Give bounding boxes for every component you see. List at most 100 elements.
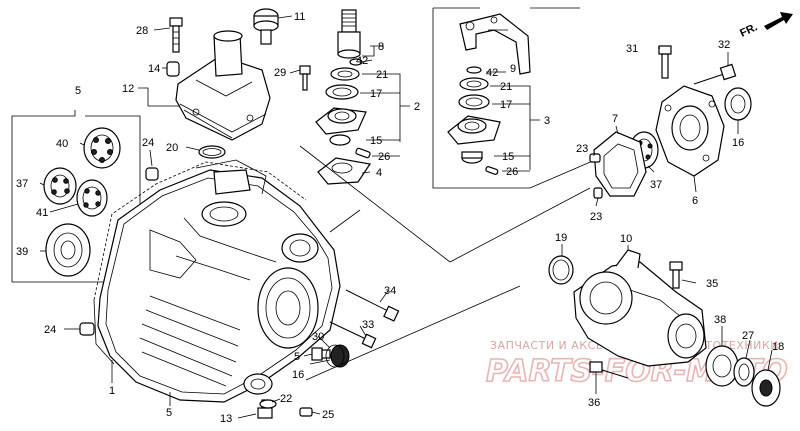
callout-17-right: 17 bbox=[500, 99, 512, 111]
callout-23-lower: 23 bbox=[590, 211, 602, 223]
callout-30: 30 bbox=[312, 331, 324, 343]
seal-17-left bbox=[325, 84, 359, 100]
callout-41: 41 bbox=[36, 207, 48, 219]
callout-25: 25 bbox=[322, 409, 334, 421]
bolt-32 bbox=[693, 63, 737, 85]
callout-16-upper: 16 bbox=[732, 137, 744, 149]
long-bolt-33 bbox=[329, 321, 377, 349]
callout-18: 18 bbox=[772, 341, 784, 353]
callout-3: 3 bbox=[544, 115, 550, 127]
leader-lines bbox=[39, 15, 773, 419]
shift-assembly-bracket bbox=[432, 8, 596, 189]
bearing-38 bbox=[705, 345, 739, 387]
holder-15-left bbox=[315, 107, 367, 135]
seal-21-right bbox=[459, 77, 489, 91]
long-bolt-34 bbox=[345, 289, 400, 322]
shift-shaft-8 bbox=[337, 9, 361, 59]
callout-27: 27 bbox=[742, 330, 754, 342]
bolt-35 bbox=[669, 261, 683, 289]
callout-17-left: 17 bbox=[370, 88, 382, 100]
seal-27 bbox=[733, 357, 755, 387]
washer-18 bbox=[751, 369, 781, 407]
callout-6: 6 bbox=[692, 195, 698, 207]
plug-25 bbox=[299, 407, 313, 417]
oring-20 bbox=[198, 145, 226, 159]
callout-5-bearings: 5 bbox=[75, 85, 81, 97]
holder-15-right bbox=[447, 115, 501, 145]
front-label: FR. bbox=[738, 21, 759, 39]
front-direction-indicator: FR. bbox=[738, 12, 793, 40]
callout-31: 31 bbox=[626, 43, 638, 55]
callout-35: 35 bbox=[706, 278, 718, 290]
transmission-case-1 bbox=[97, 159, 341, 403]
callout-16-lower: 16 bbox=[292, 369, 304, 381]
output-cover-6 bbox=[655, 85, 725, 177]
callout-13: 13 bbox=[220, 413, 232, 425]
bearing-set-bracket bbox=[11, 110, 141, 283]
callout-24-upper: 24 bbox=[142, 137, 154, 149]
shift-arm-9 bbox=[459, 13, 531, 75]
callout-12: 12 bbox=[122, 83, 134, 95]
callout-23-upper: 23 bbox=[576, 143, 588, 155]
callout-numbers: 28 11 14 12 5 40 37 41 39 24 20 24 1 5 1… bbox=[16, 11, 784, 425]
callout-26-left: 26 bbox=[378, 151, 390, 163]
pin-26-right bbox=[485, 166, 499, 175]
callout-37-right: 37 bbox=[650, 179, 662, 191]
bolt-31 bbox=[658, 45, 672, 79]
callout-9: 9 bbox=[510, 63, 516, 75]
callout-21-left: 21 bbox=[376, 69, 388, 81]
callout-7: 7 bbox=[612, 113, 618, 125]
callout-33: 33 bbox=[362, 319, 374, 331]
callout-28: 28 bbox=[136, 25, 148, 37]
top-cover-12 bbox=[175, 30, 271, 141]
callout-42-left: 42 bbox=[356, 55, 368, 67]
bearing-40 bbox=[83, 127, 121, 169]
dowel-24-upper bbox=[145, 167, 159, 181]
callout-1: 1 bbox=[109, 385, 115, 397]
plug-30 bbox=[325, 344, 350, 368]
dowel-24-lower bbox=[79, 322, 95, 336]
callout-19: 19 bbox=[555, 232, 567, 244]
callout-15-left: 15 bbox=[370, 135, 382, 147]
gasket-7 bbox=[593, 131, 647, 197]
callout-10: 10 bbox=[620, 233, 632, 245]
callout-15-right: 15 bbox=[502, 151, 514, 163]
seal-21-left bbox=[330, 67, 360, 81]
callout-2: 2 bbox=[414, 101, 420, 113]
final-drive-housing-10 bbox=[573, 249, 707, 367]
callout-24-lower: 24 bbox=[44, 324, 56, 336]
washer-42-right bbox=[466, 66, 482, 74]
callout-42-right: 42 bbox=[486, 67, 498, 79]
callout-38: 38 bbox=[714, 314, 726, 326]
callout-37-left: 37 bbox=[16, 178, 28, 190]
callout-32: 32 bbox=[718, 39, 730, 51]
bolt-29 bbox=[299, 65, 311, 91]
oring-19 bbox=[548, 255, 574, 285]
callout-11: 11 bbox=[294, 11, 305, 23]
callout-14: 14 bbox=[148, 63, 160, 75]
gasket-line bbox=[93, 161, 307, 365]
seal-16 bbox=[724, 87, 752, 121]
pin-26-left bbox=[355, 147, 371, 159]
callout-29: 29 bbox=[274, 67, 286, 79]
callout-40: 40 bbox=[56, 138, 68, 150]
dowel-14 bbox=[166, 61, 180, 77]
callout-36: 36 bbox=[588, 397, 600, 409]
bushing-15-right bbox=[461, 151, 483, 164]
dowel-23-lower bbox=[593, 187, 603, 199]
callout-20: 20 bbox=[166, 142, 178, 154]
callout-26-right: 26 bbox=[506, 166, 518, 178]
seal-17-right bbox=[458, 94, 490, 110]
bolt-28 bbox=[169, 17, 183, 53]
dowel-23-upper bbox=[589, 153, 601, 163]
bushing-15-left bbox=[329, 134, 351, 146]
callout-22: 22 bbox=[280, 393, 292, 405]
bearing-41 bbox=[76, 179, 108, 217]
bearing-37 bbox=[43, 167, 77, 205]
callout-5-case: 5 bbox=[166, 407, 172, 419]
callout-34: 34 bbox=[384, 285, 396, 297]
callout-4: 4 bbox=[376, 167, 382, 179]
bearing-39 bbox=[45, 223, 91, 277]
breather-cap-11 bbox=[253, 8, 279, 45]
